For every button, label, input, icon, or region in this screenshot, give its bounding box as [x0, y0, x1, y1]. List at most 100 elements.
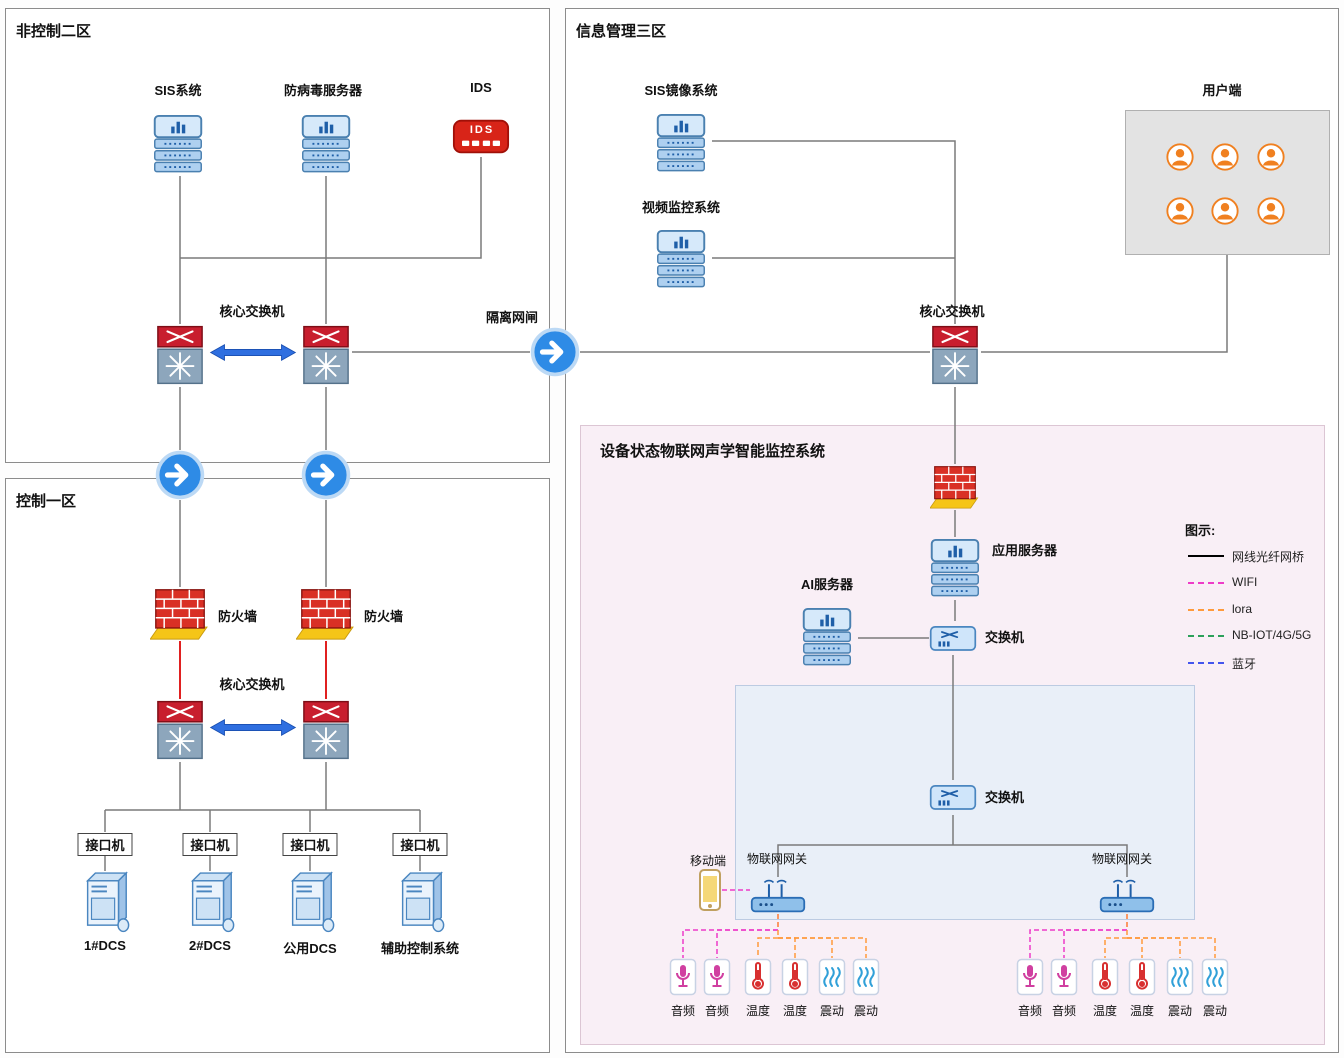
iot-gateway-left-label: 物联网网关	[746, 852, 808, 866]
ai-server-label: AI服务器	[800, 577, 854, 592]
zone2-title: 非控制二区	[16, 23, 92, 40]
legend-line-nbiot	[1188, 635, 1224, 637]
interface-machine-label-2: 接口机	[182, 833, 238, 856]
firewall-right-label: 防火墙	[364, 609, 404, 624]
zone1-title: 控制一区	[16, 493, 77, 510]
video-monitor-server-icon	[650, 228, 712, 290]
client-label: 用户端	[1202, 83, 1242, 98]
vibration-sensor-icon-r1	[1166, 958, 1194, 996]
legend-label-nbiot: NB-IOT/4G/5G	[1232, 628, 1312, 642]
sis-mirror-label: SIS镜像系统	[644, 83, 718, 98]
legend-line-bluetooth	[1188, 662, 1224, 664]
iot-gateway-right-icon	[1098, 877, 1156, 915]
zone3-title: 信息管理三区	[576, 23, 667, 40]
dcs-public-label: 公用DCS	[283, 941, 337, 956]
mobile-phone-icon	[698, 868, 722, 912]
temp-sensor-label-r2: 温度	[1129, 1004, 1155, 1018]
temp-sensor-label-l1: 温度	[745, 1004, 771, 1018]
zone1-core-switch-label: 核心交换机	[219, 677, 285, 692]
temp-sensor-label-l2: 温度	[782, 1004, 808, 1018]
iot-gateway-right-label: 物联网网关	[1091, 852, 1153, 866]
user-icon-5	[1210, 196, 1240, 226]
zone1-core-switch-left-icon	[155, 699, 205, 761]
legend-line-wifi	[1188, 582, 1224, 584]
iot-title: 设备状态物联网声学智能监控系统	[600, 443, 826, 460]
temp-sensor-icon-r1	[1091, 958, 1119, 996]
client-panel	[1125, 110, 1330, 255]
legend-line-ethernet	[1188, 555, 1224, 557]
user-icon-1	[1165, 142, 1195, 172]
temp-sensor-icon-r2	[1128, 958, 1156, 996]
audio-sensor-label-r1: 音频	[1017, 1004, 1043, 1018]
vibration-sensor-label-l2: 震动	[853, 1004, 879, 1018]
interface-machine-label-1: 接口机	[77, 833, 133, 856]
iot-switch1-icon	[929, 621, 977, 655]
antivirus-server-label: 防病毒服务器	[283, 83, 363, 98]
aux-control-pc-icon	[393, 871, 447, 933]
legend-label-ethernet: 网线光纤网桥	[1232, 550, 1305, 564]
audio-sensor-label-r2: 音频	[1051, 1004, 1077, 1018]
legend-label-lora: lora	[1232, 602, 1253, 616]
temp-sensor-label-r1: 温度	[1092, 1004, 1118, 1018]
zone3-core-switch-icon	[930, 324, 980, 386]
zone-control-1-panel	[5, 478, 550, 1053]
app-server-icon	[924, 537, 986, 599]
legend-line-lora	[1188, 609, 1224, 611]
video-monitor-label: 视频监控系统	[641, 200, 721, 215]
iot-firewall-icon	[930, 464, 980, 510]
temp-sensor-icon-l1	[744, 958, 772, 996]
interface-machine-label-3: 接口机	[282, 833, 338, 856]
user-icon-6	[1256, 196, 1286, 226]
firewall-left-label: 防火墙	[218, 609, 258, 624]
ids-label: IDS	[470, 80, 492, 95]
vibration-sensor-label-r2: 震动	[1202, 1004, 1228, 1018]
vibration-sensor-icon-l1	[818, 958, 846, 996]
zone1-double-arrow-icon	[208, 718, 298, 737]
isolation-gateway-label: 隔离网闸	[485, 310, 539, 325]
dcs2-label: 2#DCS	[189, 938, 231, 953]
dcs1-pc-icon	[78, 871, 132, 933]
vibration-sensor-icon-l2	[852, 958, 880, 996]
sis-server-icon	[147, 113, 209, 175]
ids-device-text: IDS	[469, 124, 495, 136]
legend-label-wifi: WIFI	[1232, 575, 1258, 589]
audio-sensor-icon-r2	[1050, 958, 1078, 996]
zone2-core-switch-left-icon	[155, 324, 205, 386]
sis-mirror-server-icon	[650, 112, 712, 174]
iot-switch2-icon	[929, 780, 977, 814]
zone-noncontrol-2-panel	[5, 8, 550, 463]
zone1-core-switch-right-icon	[301, 699, 351, 761]
user-icon-3	[1256, 142, 1286, 172]
dcs-public-pc-icon	[283, 871, 337, 933]
mobile-label: 移动端	[689, 854, 727, 868]
dcs2-pc-icon	[183, 871, 237, 933]
aux-control-label: 辅助控制系统	[380, 941, 460, 956]
firewall-right-icon	[296, 587, 356, 641]
zone3-core-switch-label: 核心交换机	[919, 304, 985, 319]
legend-title: 图示:	[1185, 523, 1216, 538]
firewall-left-icon	[150, 587, 210, 641]
interface-machine-label-4: 接口机	[392, 833, 448, 856]
temp-sensor-icon-l2	[781, 958, 809, 996]
vibration-sensor-icon-r2	[1201, 958, 1229, 996]
sis-system-label: SIS系统	[154, 83, 202, 98]
user-icon-2	[1210, 142, 1240, 172]
zone2-core-switch-label: 核心交换机	[219, 304, 285, 319]
zone-transfer-arrow-right-icon	[301, 450, 351, 500]
user-icon-4	[1165, 196, 1195, 226]
vibration-sensor-label-r1: 震动	[1167, 1004, 1193, 1018]
zone-transfer-arrow-left-icon	[155, 450, 205, 500]
antivirus-server-icon	[295, 113, 357, 175]
iot-switch1-label: 交换机	[985, 630, 1025, 645]
audio-sensor-icon-l1	[669, 958, 697, 996]
audio-sensor-icon-r1	[1016, 958, 1044, 996]
legend-label-bluetooth: 蓝牙	[1232, 657, 1257, 671]
app-server-label: 应用服务器	[992, 543, 1058, 558]
dcs1-label: 1#DCS	[84, 938, 126, 953]
ai-server-icon	[796, 606, 858, 668]
audio-sensor-label-l2: 音频	[704, 1004, 730, 1018]
vibration-sensor-label-l1: 震动	[819, 1004, 845, 1018]
audio-sensor-label-l1: 音频	[670, 1004, 696, 1018]
zone2-double-arrow-icon	[208, 343, 298, 362]
